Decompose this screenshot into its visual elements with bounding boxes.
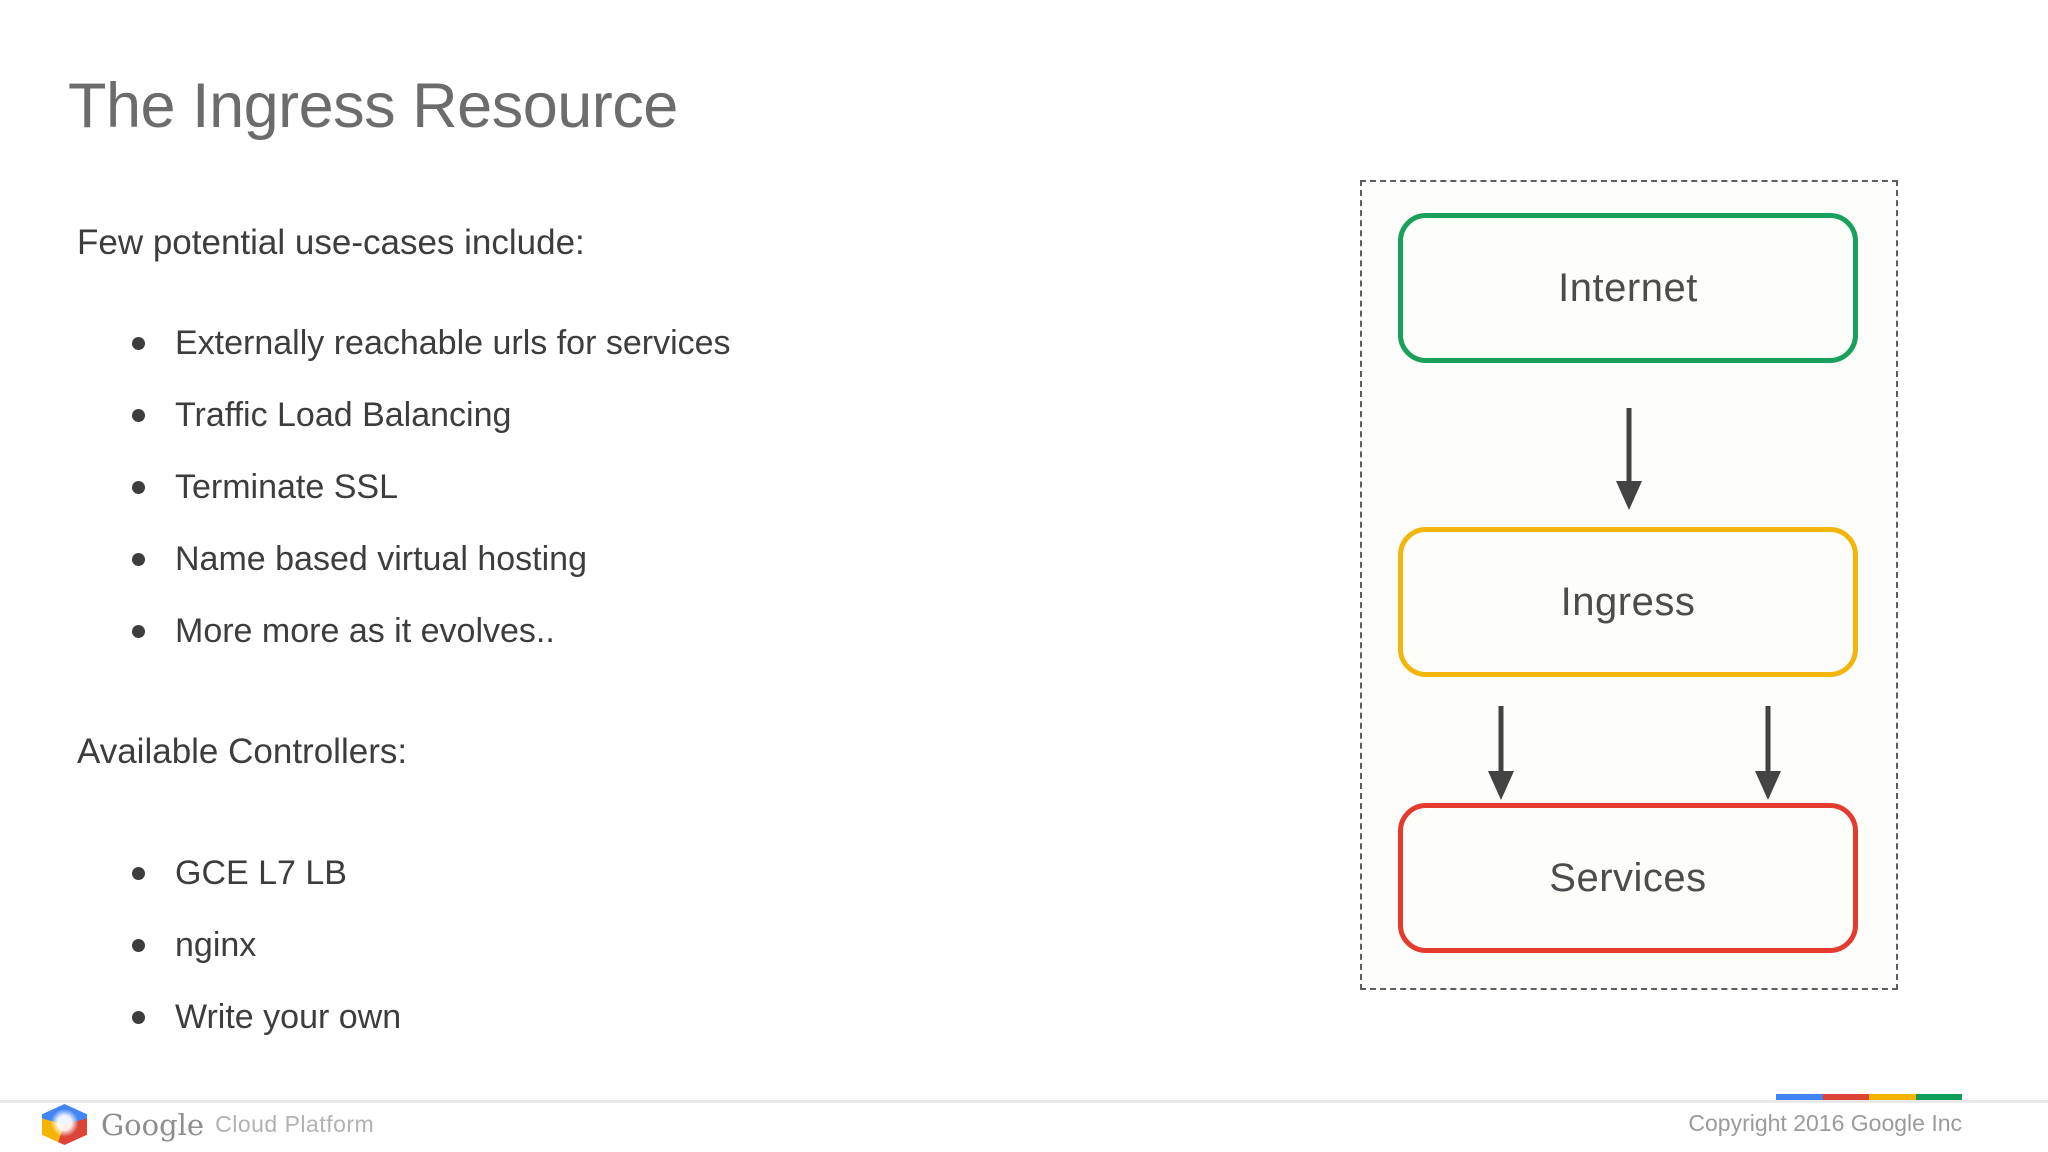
list-item: Write your own [132,981,401,1053]
arrow-ingress-to-services-left [1488,706,1514,800]
slide-title: The Ingress Resource [68,71,678,142]
gcp-hexagon-icon [42,1104,87,1145]
list-item: GCE L7 LB [132,837,401,909]
google-accent-bars [1776,1094,1962,1100]
ingress-node: Ingress [1398,527,1858,677]
flow-arrows [1488,408,1781,800]
arrow-ingress-to-services-right [1755,706,1781,800]
internet-node: Internet [1398,213,1858,363]
list-item: Traffic Load Balancing [132,379,731,451]
services-node-label: Services [1549,855,1707,900]
list-item: More more as it evolves.. [132,595,731,667]
accent-bar-blue [1776,1094,1823,1100]
list-item: nginx [132,909,401,981]
services-node: Services [1398,803,1858,953]
use-cases-heading: Few potential use-cases include: [77,223,585,262]
controllers-heading: Available Controllers: [77,732,408,771]
google-cloud-platform-logo: Google Cloud Platform [42,1104,374,1145]
accent-bar-yellow [1869,1094,1916,1100]
list-item: Terminate SSL [132,451,731,523]
footer-divider [0,1100,2048,1103]
arrow-internet-to-ingress [1616,408,1642,510]
controllers-list: GCE L7 LB nginx Write your own [132,837,401,1053]
copyright-text: Copyright 2016 Google Inc [1688,1110,1962,1136]
list-item: Externally reachable urls for services [132,307,731,379]
ingress-flow-diagram: Internet Ingress Services [1360,180,1898,990]
logo-brand-text: Google [101,1107,205,1142]
accent-bar-green [1915,1094,1962,1100]
use-cases-list: Externally reachable urls for services T… [132,307,731,667]
ingress-node-label: Ingress [1560,579,1696,624]
list-item: Name based virtual hosting [132,523,731,595]
accent-bar-red [1822,1094,1869,1100]
logo-product-text: Cloud Platform [215,1111,375,1137]
internet-node-label: Internet [1558,265,1698,310]
